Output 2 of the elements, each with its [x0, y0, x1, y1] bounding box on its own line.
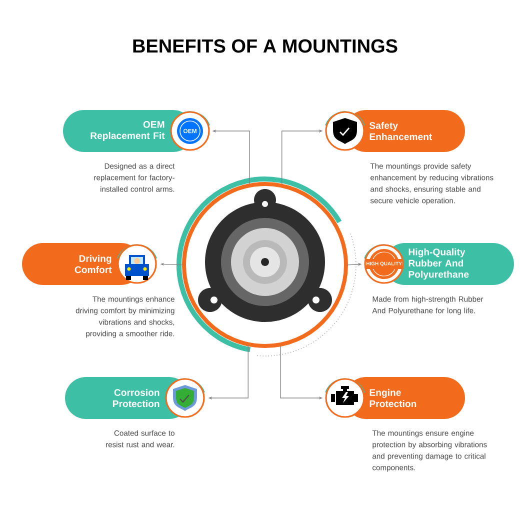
- mounting-drawing: [176, 176, 356, 356]
- title: BENEFITS OF A MOUNTINGS: [133, 39, 398, 53]
